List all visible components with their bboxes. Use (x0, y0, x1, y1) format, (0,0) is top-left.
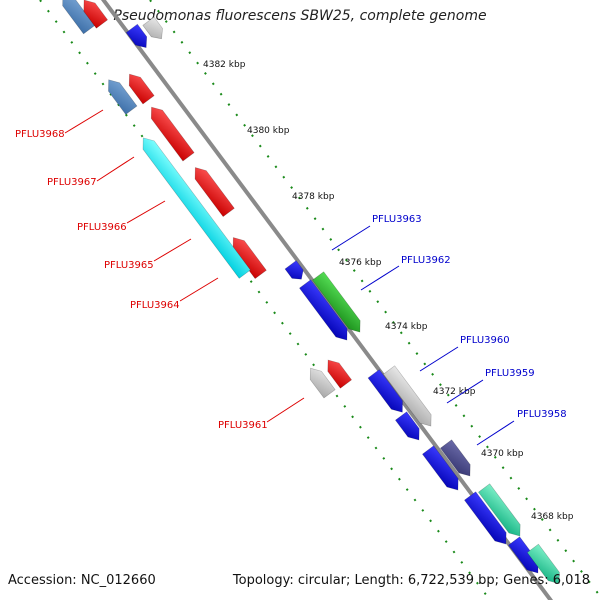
gene-arrow[interactable] (422, 445, 463, 494)
label-leader (64, 109, 104, 134)
label-leader (179, 277, 219, 302)
label-leader (360, 265, 400, 291)
gene-label-pflu3965[interactable]: PFLU3965 (104, 260, 154, 271)
gene-arrow[interactable] (125, 23, 152, 52)
topology-summary: Topology: circular; Length: 6,722,539 bp… (232, 573, 590, 588)
gene-arrow[interactable] (124, 70, 155, 105)
kbp-tick-label: 4376 kbp (339, 258, 382, 268)
label-leader (419, 346, 459, 372)
kbp-tick-label: 4382 kbp (203, 60, 246, 70)
kbp-tick-labels: 4382 kbp 4380 kbp 4378 kbp 4376 kbp 4374… (203, 60, 574, 522)
gene-arrow[interactable] (478, 483, 525, 540)
kbp-tick-label: 4368 kbp (531, 512, 574, 522)
label-leader (476, 420, 515, 446)
gene-label-pflu3968[interactable]: PFLU3968 (15, 129, 65, 140)
kbp-tick-label: 4378 kbp (292, 192, 335, 202)
label-leader (96, 156, 135, 182)
gene-arrow[interactable] (142, 16, 167, 43)
gene-arrow[interactable] (57, 0, 96, 35)
guide-line-inner (39, 0, 491, 600)
label-leader (153, 238, 192, 262)
label-leader (331, 225, 371, 251)
kbp-tick-label: 4380 kbp (247, 126, 290, 136)
map-title: Pseudomonas fluorescens SBW25, complete … (113, 8, 487, 24)
gene-arrow[interactable] (383, 365, 436, 430)
gene-arrow[interactable] (299, 279, 352, 344)
gene-arrow[interactable] (305, 364, 336, 399)
gene-arrow[interactable] (312, 271, 365, 336)
kbp-tick-label: 4370 kbp (481, 449, 524, 459)
gene-arrow[interactable] (440, 439, 475, 480)
gene-label-pflu3962[interactable]: PFLU3962 (401, 255, 451, 266)
gene-arrow[interactable] (78, 0, 108, 29)
gene-arrow[interactable] (322, 356, 352, 389)
kbp-tick-label: 4372 kbp (433, 387, 476, 397)
gene-label-pflu3963[interactable]: PFLU3963 (372, 214, 422, 225)
label-leader (126, 200, 166, 224)
label-leader (446, 379, 484, 404)
gene-arrow[interactable] (103, 76, 138, 115)
forward-gene-labels: PFLU3963 PFLU3962 PFLU3960 PFLU3959 PFLU… (331, 214, 567, 446)
gene-label-pflu3959[interactable]: PFLU3959 (485, 368, 535, 379)
gene-label-pflu3960[interactable]: PFLU3960 (460, 335, 510, 346)
reverse-gene-labels: PFLU3968 PFLU3967 PFLU3966 PFLU3965 PFLU… (15, 109, 305, 431)
gene-arrow[interactable] (146, 103, 195, 162)
gene-arrow[interactable] (228, 233, 267, 280)
gene-label-pflu3964[interactable]: PFLU3964 (130, 300, 180, 311)
gene-arrow[interactable] (367, 369, 408, 417)
gene-label-pflu3967[interactable]: PFLU3967 (47, 177, 97, 188)
gene-label-pflu3961[interactable]: PFLU3961 (218, 420, 268, 431)
gene-label-pflu3958[interactable]: PFLU3958 (517, 409, 567, 420)
gene-label-pflu3966[interactable]: PFLU3966 (77, 222, 127, 233)
guide-line-outer (149, 0, 600, 597)
gene-arrow[interactable] (284, 260, 307, 284)
gene-arrow[interactable] (464, 491, 511, 548)
gene-arrow[interactable] (190, 163, 235, 218)
gene-arrow[interactable] (526, 543, 565, 588)
accession-label: Accession: NC_012660 (8, 573, 156, 588)
label-leader (266, 397, 305, 423)
gene-arrow[interactable] (138, 134, 251, 279)
gene-arrow[interactable] (395, 411, 424, 444)
feature-layer (57, 0, 565, 588)
kbp-tick-label: 4374 kbp (385, 322, 428, 332)
